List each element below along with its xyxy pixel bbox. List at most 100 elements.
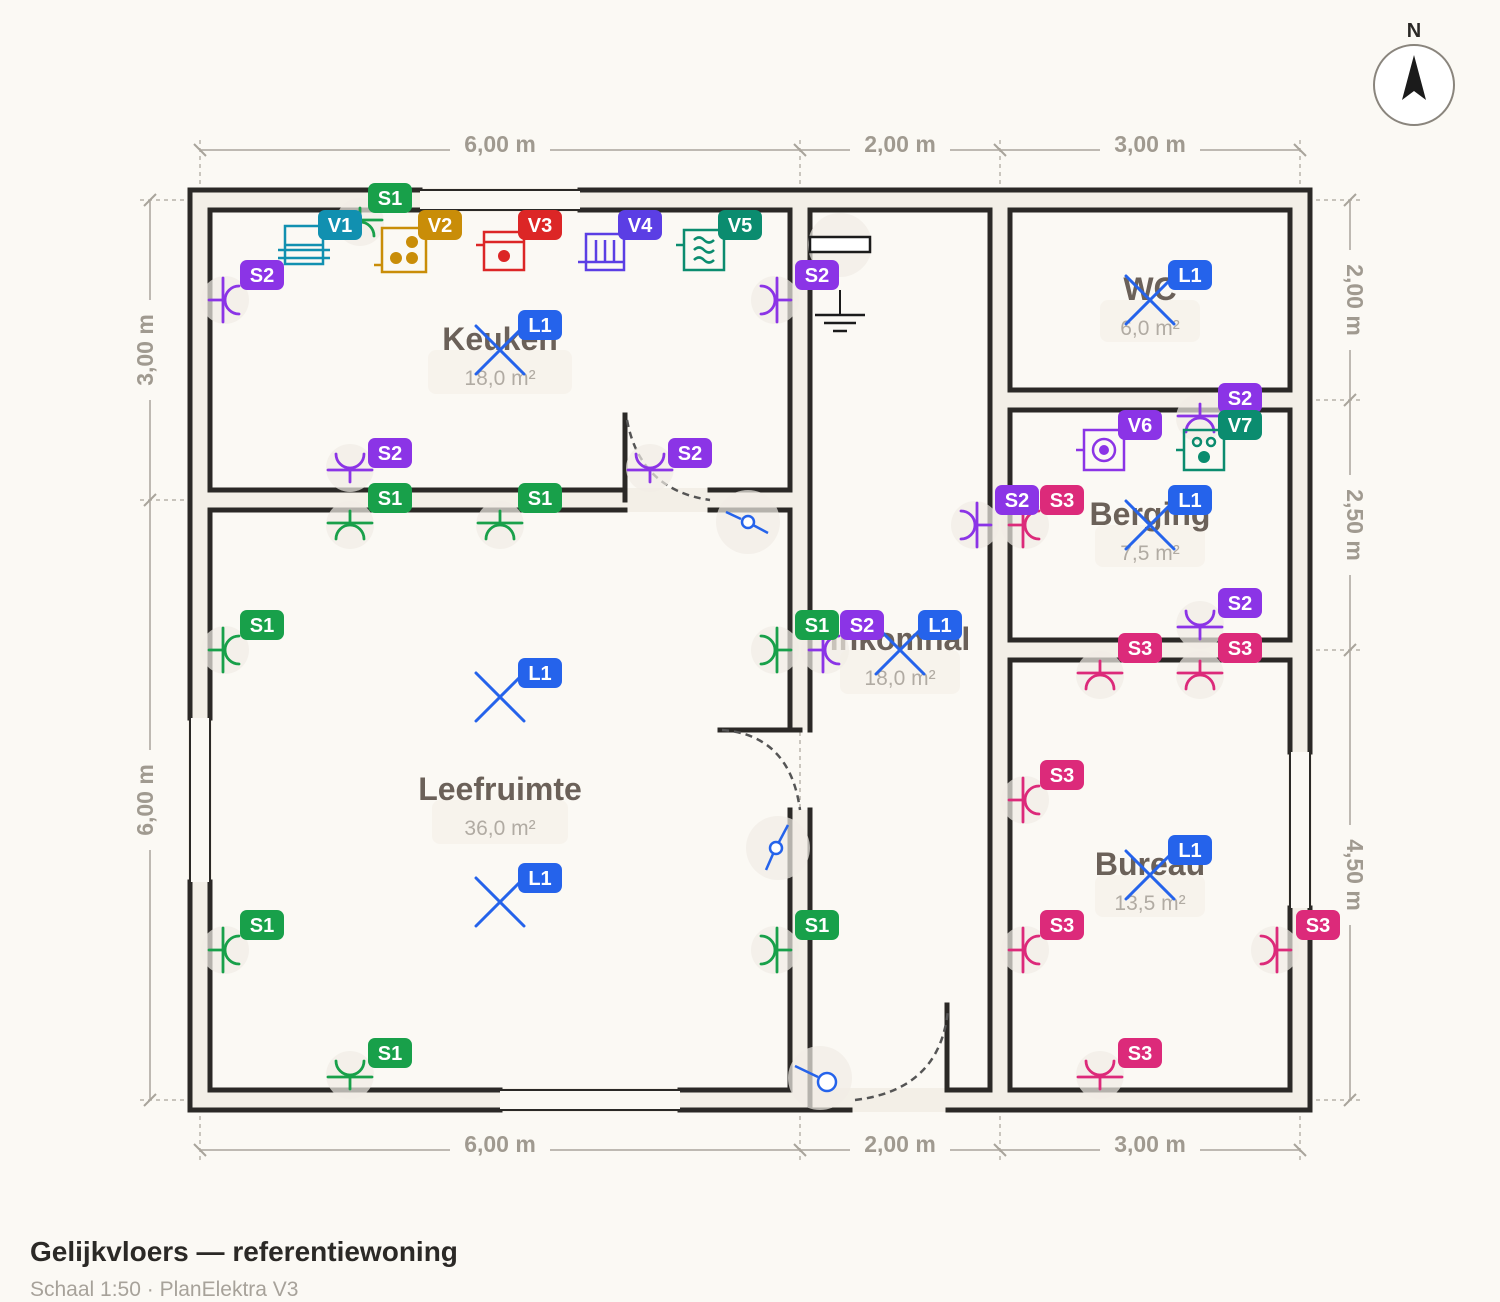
- circuit-badge: V6: [1118, 410, 1162, 440]
- circuit-badge-label: S2: [378, 443, 402, 465]
- circuit-badge-label: L1: [928, 615, 951, 637]
- circuit-badge: S1: [368, 183, 412, 213]
- circuit-badge-label: S1: [378, 488, 402, 510]
- socket-icon: [326, 1051, 374, 1099]
- socket-icon: [1251, 926, 1299, 974]
- circuit-badge-label: S1: [805, 915, 829, 937]
- circuit-badge: S1: [240, 910, 284, 940]
- circuit-badge-label: S1: [250, 615, 274, 637]
- compass-label: N: [1407, 20, 1421, 42]
- dim-right-3: 4,50 m: [1342, 839, 1368, 911]
- circuit-badge: L1: [1168, 835, 1212, 865]
- circuit-badge: S3: [1218, 633, 1262, 663]
- dim-left-2: 6,00 m: [132, 764, 158, 836]
- socket-icon: [751, 926, 799, 974]
- socket-icon: [1001, 776, 1049, 824]
- dryer-icon: [1176, 428, 1226, 472]
- circuit-badge-label: S3: [1050, 765, 1074, 787]
- oven-icon: [476, 230, 526, 272]
- circuit-badge: S2: [840, 610, 884, 640]
- circuit-badge: S1: [795, 610, 839, 640]
- socket-icon: [201, 626, 249, 674]
- socket-icon: [1176, 601, 1224, 649]
- dim-right-2: 2,50 m: [1342, 489, 1368, 561]
- circuit-badge: V4: [618, 210, 662, 240]
- circuit-badge-label: V5: [728, 215, 752, 237]
- dim-bottom-2: 2,00 m: [864, 1131, 936, 1157]
- circuit-badge-label: L1: [1178, 265, 1201, 287]
- circuit-badge: S2: [1218, 383, 1262, 413]
- room-area-keuken: 18,0 m²: [464, 367, 535, 390]
- circuit-badge: L1: [918, 610, 962, 640]
- circuit-badge: S2: [795, 260, 839, 290]
- light-switches: [716, 490, 852, 1110]
- socket-icon: [951, 501, 999, 549]
- circuit-badge-label: V4: [628, 215, 653, 237]
- circuit-badge-label: V2: [428, 215, 452, 237]
- circuit-badge-label: S3: [1128, 638, 1152, 660]
- circuit-badge: S1: [795, 910, 839, 940]
- socket-icon: [751, 626, 799, 674]
- switch-icon: [788, 1046, 852, 1110]
- cooktop-icon: [374, 226, 428, 274]
- dim-left-1: 3,00 m: [132, 314, 158, 386]
- plan-title: Gelijkvloers — referentiewoning: [30, 1236, 458, 1267]
- circuit-badge: V2: [418, 210, 462, 240]
- ceiling-light-icon: [1124, 849, 1176, 901]
- circuit-badge: L1: [518, 658, 562, 688]
- ceiling-lights: [474, 274, 1176, 928]
- dim-bottom-3: 3,00 m: [1114, 1131, 1186, 1157]
- room-area-berging: 7,5 m²: [1120, 542, 1180, 565]
- circuit-badge-label: S1: [250, 915, 274, 937]
- ceiling-light-icon: [474, 876, 526, 928]
- room-name-leefruimte: Leefruimte: [418, 771, 582, 807]
- circuit-badge-label: S2: [1005, 490, 1029, 512]
- appliances: [278, 224, 1226, 472]
- circuit-badge: L1: [1168, 260, 1212, 290]
- circuit-badge: S3: [1040, 485, 1084, 515]
- circuit-badge: S2: [1218, 588, 1262, 618]
- room-area-leefruimte: 36,0 m²: [464, 817, 535, 840]
- socket-icon: [1076, 1051, 1124, 1099]
- circuit-badge: S3: [1118, 633, 1162, 663]
- circuit-badge: S1: [368, 483, 412, 513]
- room-area-inkomhal: 18,0 m²: [864, 667, 935, 690]
- switch-icon: [746, 816, 810, 880]
- washing-machine-icon: [1076, 428, 1126, 472]
- circuit-badge-label: V6: [1128, 415, 1152, 437]
- circuit-badge-label: L1: [528, 663, 551, 685]
- circuit-badge-label: S2: [250, 265, 274, 287]
- circuit-badge: V1: [318, 210, 362, 240]
- dim-top-3: 3,00 m: [1114, 131, 1186, 157]
- circuit-badge: S1: [240, 610, 284, 640]
- circuit-badge: S3: [1040, 760, 1084, 790]
- dim-bottom-1: 6,00 m: [464, 1131, 536, 1157]
- socket-icon: [751, 276, 799, 324]
- circuit-badge: S1: [368, 1038, 412, 1068]
- plan-subtitle: Schaal 1:50 · PlanElektra V3: [30, 1278, 299, 1301]
- dimension-labels: 6,00 m 2,00 m 3,00 m 6,00 m 2,00 m 3,00 …: [132, 130, 1368, 1160]
- circuit-badge-label: S2: [1228, 593, 1252, 615]
- circuit-badge-label: S2: [1228, 388, 1252, 410]
- circuit-badge-label: L1: [528, 315, 551, 337]
- circuit-badge: L1: [518, 863, 562, 893]
- socket-icon: [1176, 651, 1224, 699]
- socket-icon: [626, 444, 674, 492]
- socket-icon: [1076, 651, 1124, 699]
- socket-icon: [326, 444, 374, 492]
- north-arrow-icon: [1402, 55, 1426, 100]
- dim-top-1: 6,00 m: [464, 131, 536, 157]
- circuit-badge-label: S3: [1050, 490, 1074, 512]
- circuit-badge-label: S1: [805, 615, 829, 637]
- compass: N: [1373, 20, 1455, 126]
- circuit-badge: S3: [1296, 910, 1340, 940]
- circuit-badge-label: S3: [1050, 915, 1074, 937]
- circuit-badge: V3: [518, 210, 562, 240]
- room-area-wc: 6,0 m²: [1120, 317, 1180, 340]
- circuit-badge-label: S1: [378, 188, 402, 210]
- circuit-badge-label: S3: [1228, 638, 1252, 660]
- ceiling-light-icon: [474, 324, 526, 376]
- circuit-badge: S2: [240, 260, 284, 290]
